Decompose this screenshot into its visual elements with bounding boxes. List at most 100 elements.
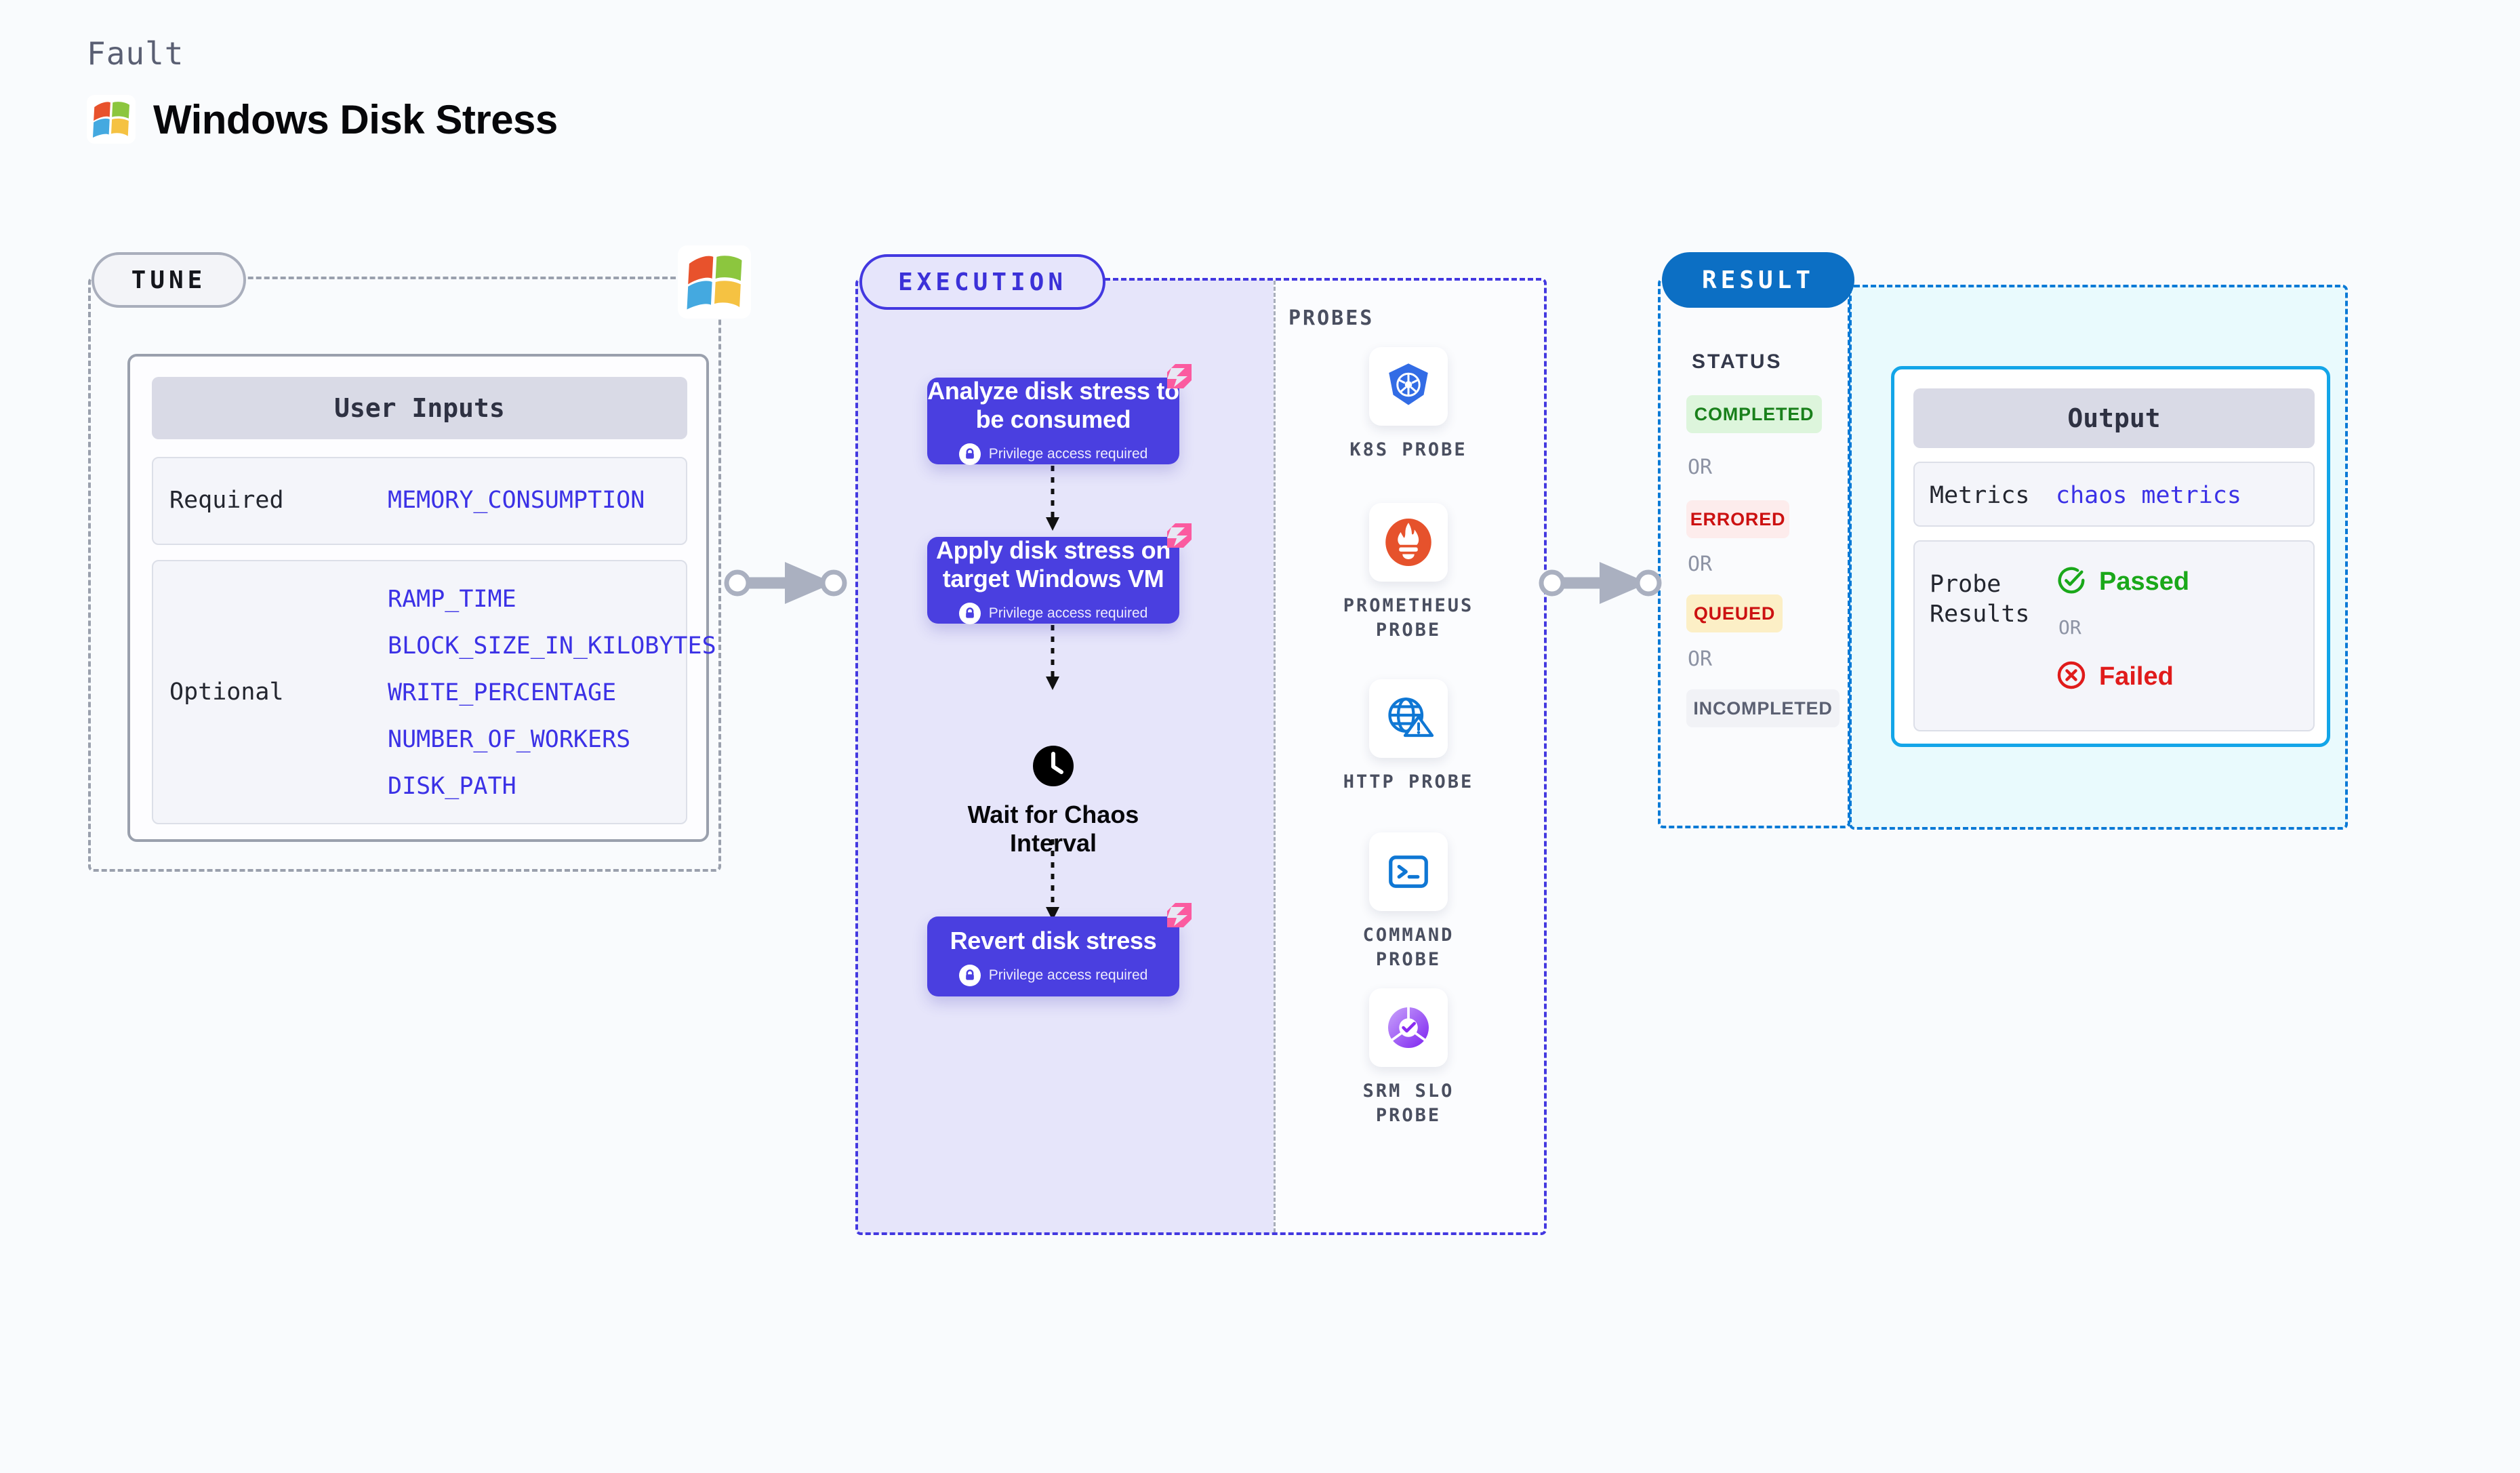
execution-step-title: Apply disk stress on target Windows VM (935, 536, 1171, 592)
probe-results-row (1913, 540, 2315, 731)
flow-arrow-down (1046, 466, 1059, 531)
execution-panel-border (855, 278, 1547, 1235)
clock-icon (1032, 744, 1075, 791)
probe-passed-label: Passed (2099, 567, 2190, 596)
probes-section-label: PROBES (1288, 306, 1375, 330)
connector-tune-to-execution (724, 562, 847, 604)
execution-step-title: Analyze disk stress to be consumed (927, 376, 1179, 433)
probe-label: COMMAND PROBE (1362, 925, 1455, 971)
http-globe-warning-icon (1369, 679, 1448, 758)
param-ramp-time[interactable]: RAMP_TIME (388, 586, 516, 613)
user-inputs-title: User Inputs (152, 377, 687, 439)
status-or-1: OR (1688, 456, 1713, 479)
wait-label: Wait for Chaos Interval (967, 801, 1139, 857)
lock-icon (958, 965, 981, 987)
tune-badge-label: TUNE (131, 266, 207, 294)
probe-prometheus[interactable]: PROMETHEUS PROBE (1327, 503, 1490, 643)
status-or-3: OR (1688, 647, 1713, 671)
probe-http[interactable]: HTTP PROBE (1327, 679, 1490, 794)
flow-arrow-down (1046, 839, 1059, 921)
windows-logo-icon (87, 95, 136, 144)
optional-params-row (152, 560, 687, 824)
output-card: Output Metrics chaos metrics Probe Resul… (1891, 366, 2330, 747)
privilege-access-badge: Privilege access required (958, 965, 1148, 987)
probe-results-label-line: Results (1930, 600, 2030, 628)
status-badge-label: ERRORED (1690, 508, 1786, 529)
status-badge-label: COMPLETED (1694, 403, 1814, 424)
required-params-row (152, 457, 687, 545)
probe-result-passed: Passed (2056, 565, 2189, 599)
param-write-percentage[interactable]: WRITE_PERCENTAGE (388, 679, 617, 706)
status-badge-queued: QUEUED (1686, 594, 1783, 632)
required-label: Required (169, 487, 284, 514)
result-badge: RESULT (1662, 252, 1854, 308)
probe-results-label-line: Probe (1930, 571, 2001, 598)
optional-label: Optional (169, 679, 284, 706)
privilege-access-label: Privilege access required (988, 605, 1148, 622)
metrics-value[interactable]: chaos metrics (2056, 482, 2241, 509)
fault-eyebrow-label: Fault (87, 35, 184, 72)
status-badge-label: QUEUED (1693, 603, 1776, 624)
tune-badge: TUNE (92, 252, 246, 308)
lock-icon (958, 443, 981, 466)
probe-srm-slo[interactable]: SRM SLO PROBE (1327, 988, 1490, 1129)
result-output-border (1849, 285, 2348, 830)
param-disk-path[interactable]: DISK_PATH (388, 773, 516, 800)
chaos-ribbon-icon (1167, 523, 1192, 548)
check-circle-icon (2056, 565, 2087, 599)
wait-for-chaos-interval: Wait for Chaos Interval (952, 744, 1155, 858)
param-block-size-in-kilobytes[interactable]: BLOCK_SIZE_IN_KILOBYTES (388, 632, 716, 660)
result-status-background (1659, 279, 1849, 827)
execution-probes-divider (1274, 281, 1276, 1232)
privilege-access-badge: Privilege access required (958, 603, 1148, 625)
output-title-label: Output (2067, 403, 2161, 433)
prometheus-icon (1369, 503, 1448, 582)
kubernetes-icon (1369, 347, 1448, 426)
status-badge-incompleted: INCOMPLETED (1686, 689, 1840, 727)
metrics-label: Metrics (1930, 482, 2030, 509)
param-number-of-workers[interactable]: NUMBER_OF_WORKERS (388, 726, 631, 753)
execution-badge: EXECUTION (859, 254, 1105, 310)
probe-result-failed: Failed (2056, 660, 2174, 694)
chaos-ribbon-icon (1167, 364, 1192, 388)
privilege-access-badge: Privilege access required (958, 443, 1148, 466)
status-badge-completed: COMPLETED (1686, 395, 1822, 433)
metrics-row (1913, 462, 2315, 527)
tune-panel-border (88, 277, 721, 872)
probe-label: PROMETHEUS PROBE (1343, 595, 1474, 641)
privilege-access-label: Privilege access required (988, 446, 1148, 462)
status-section-label: STATUS (1692, 350, 1783, 373)
execution-step-title: Revert disk stress (950, 926, 1157, 954)
status-badge-label: INCOMPLETED (1693, 698, 1833, 719)
probe-results-label: Probe Results (1930, 570, 2030, 630)
output-title: Output (1913, 388, 2315, 448)
probe-label: HTTP PROBE (1343, 771, 1474, 792)
terminal-icon (1369, 832, 1448, 911)
page-title: Windows Disk Stress (153, 96, 558, 142)
status-or-2: OR (1688, 552, 1713, 576)
chaos-ribbon-icon (1167, 903, 1192, 927)
connector-execution-to-result (1539, 562, 1662, 604)
result-badge-label: RESULT (1701, 266, 1815, 294)
probe-k8s[interactable]: K8S PROBE (1327, 347, 1490, 462)
probe-failed-label: Failed (2099, 662, 2174, 691)
execution-badge-label: EXECUTION (897, 268, 1068, 296)
execution-step-revert[interactable]: Revert disk stress Privilege access requ… (927, 916, 1179, 996)
execution-step-analyze[interactable]: Analyze disk stress to be consumed Privi… (927, 376, 1179, 466)
execution-step-apply[interactable]: Apply disk stress on target Windows VM P… (927, 536, 1179, 625)
srm-slo-icon (1369, 988, 1448, 1067)
x-circle-icon (2056, 660, 2087, 694)
status-badge-errored: ERRORED (1686, 500, 1789, 538)
param-memory-consumption[interactable]: MEMORY_CONSUMPTION (388, 487, 645, 514)
lock-icon (958, 603, 981, 625)
windows-logo-icon (678, 245, 751, 319)
probe-command[interactable]: COMMAND PROBE (1327, 832, 1490, 973)
flow-arrow-down (1046, 625, 1059, 690)
user-inputs-title-label: User Inputs (334, 393, 505, 423)
fault-title-row: Windows Disk Stress (87, 95, 558, 144)
probe-label: K8S PROBE (1349, 439, 1467, 460)
probe-label: SRM SLO PROBE (1362, 1081, 1455, 1127)
user-inputs-card: User Inputs Required MEMORY_CONSUMPTION … (127, 354, 716, 842)
privilege-access-label: Privilege access required (988, 967, 1148, 984)
